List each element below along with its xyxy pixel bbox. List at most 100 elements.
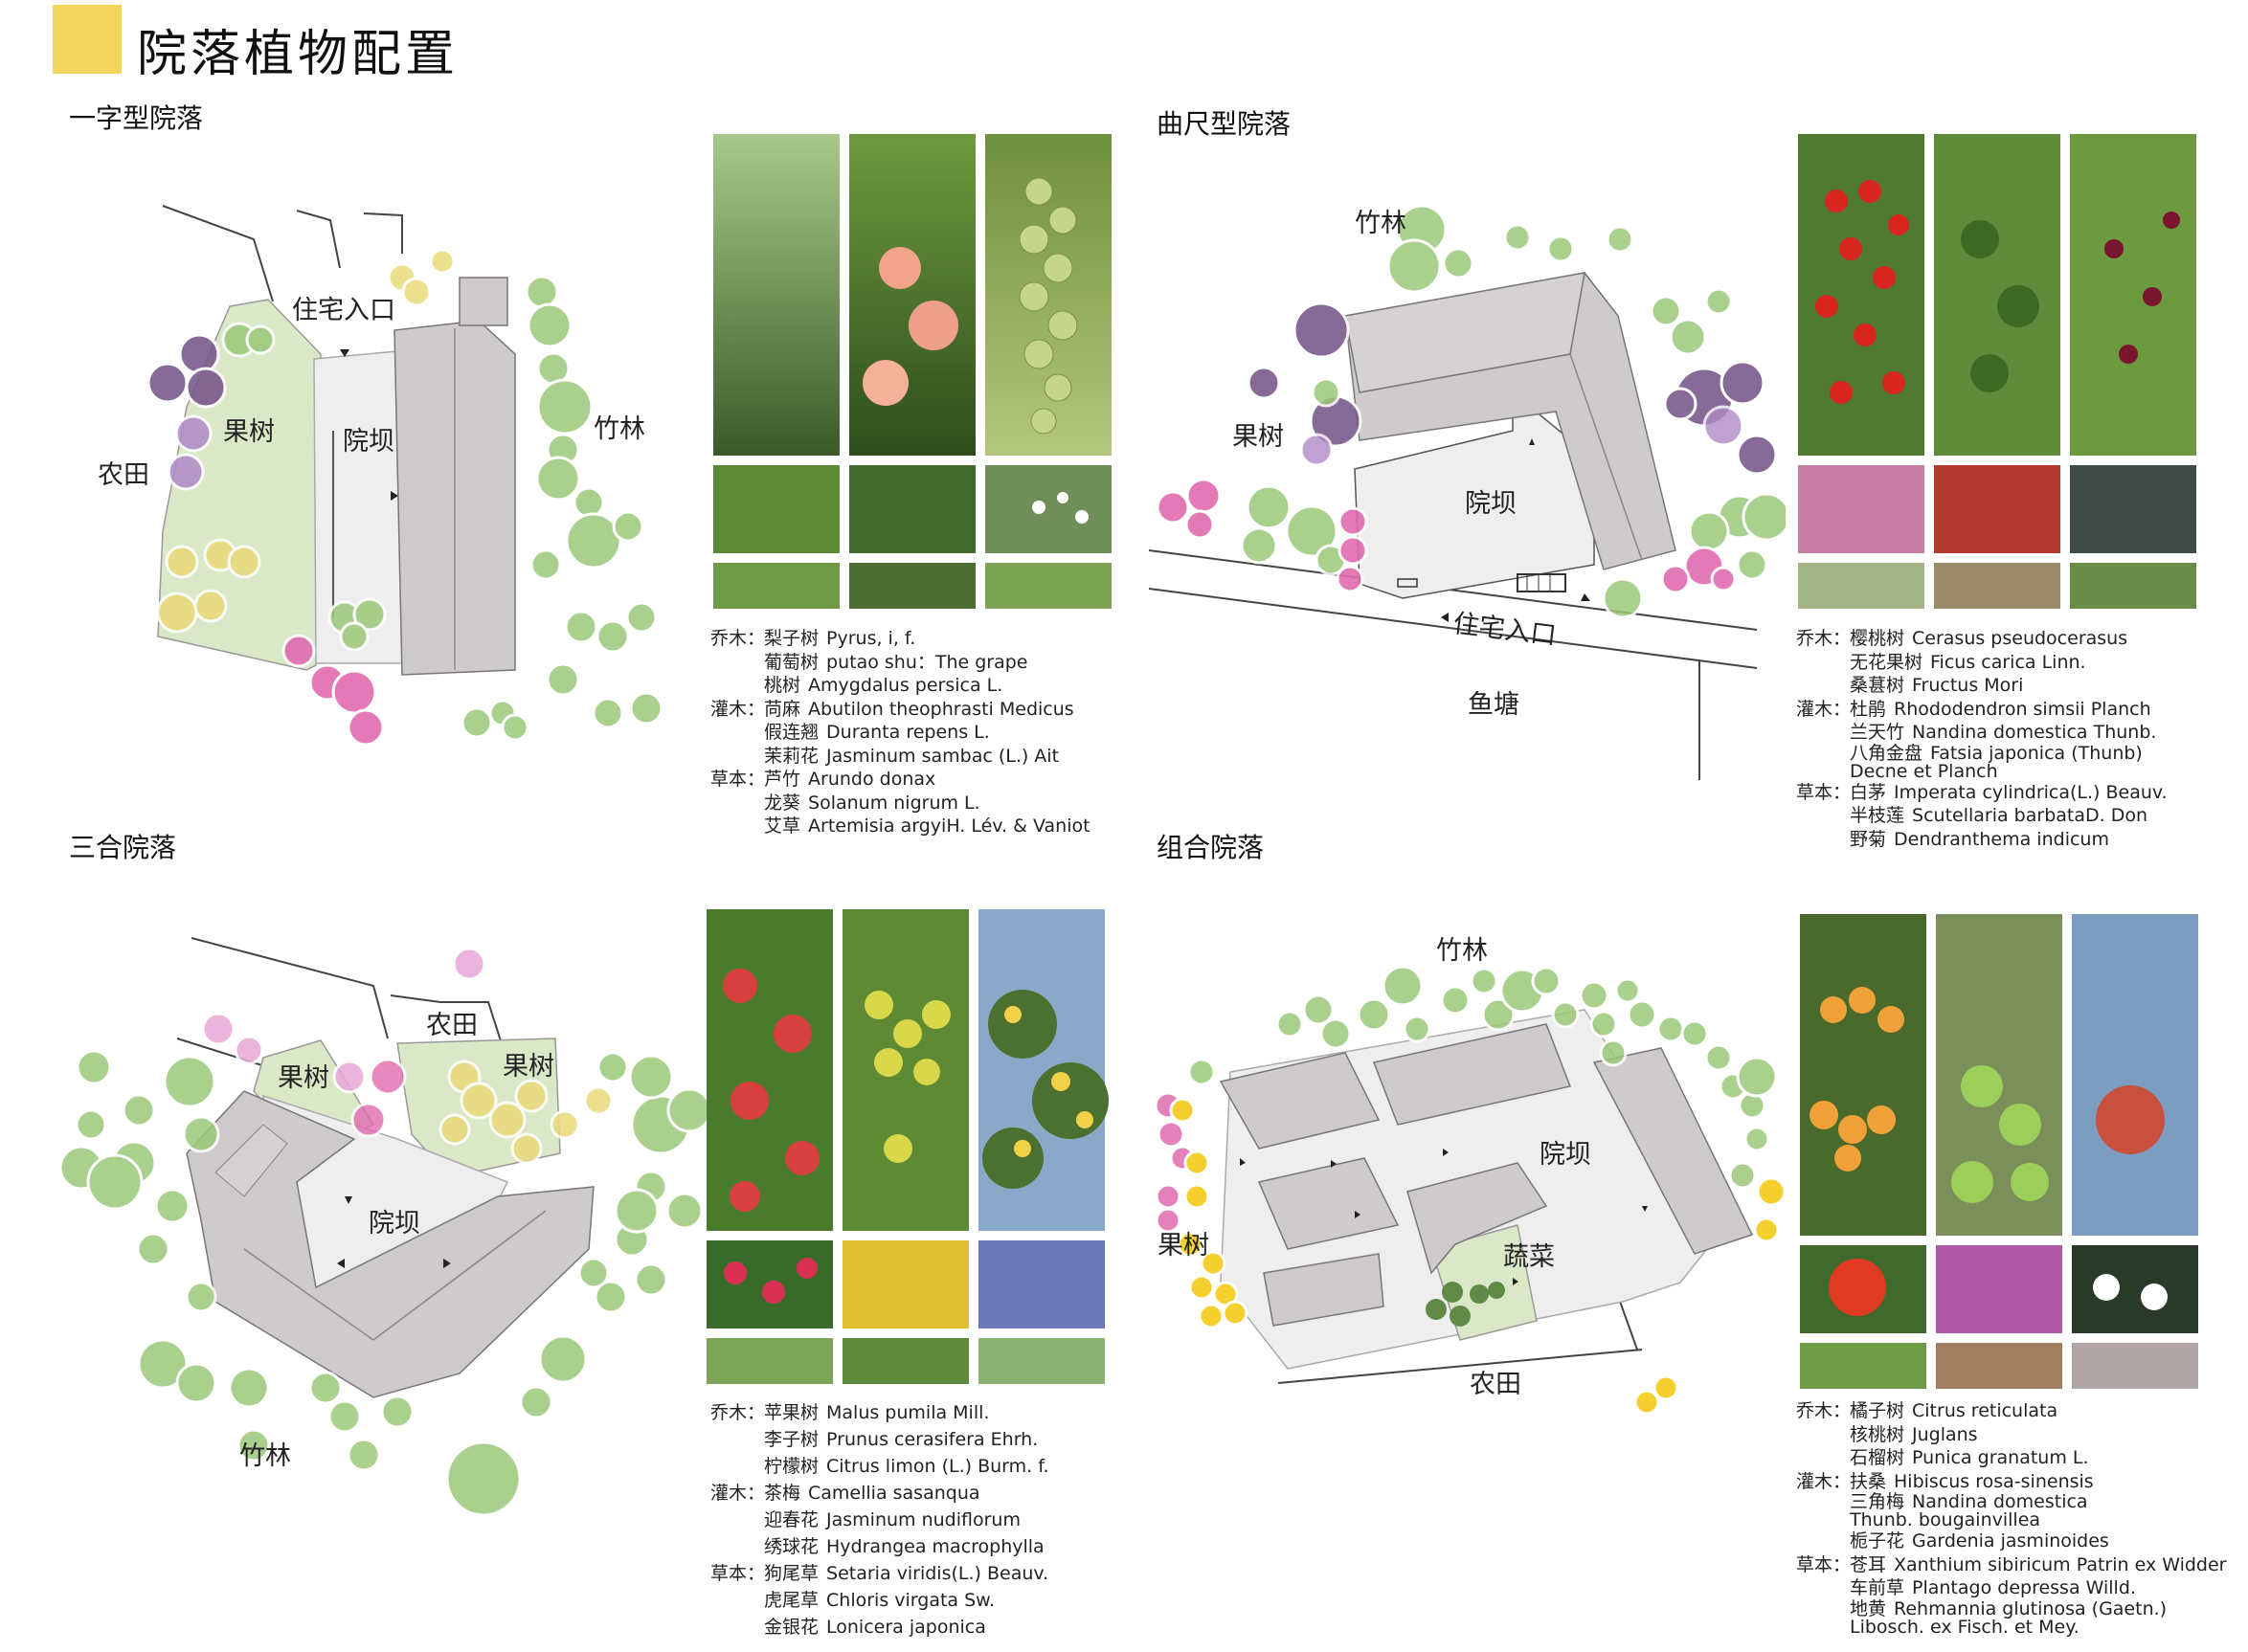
plant-latin: Ficus carica Linn. [1930,651,2086,673]
label-vegetable: 蔬菜 [1503,1242,1555,1272]
plant-latin: Nandina domestica Thunb. bougainvillea [1850,1491,2088,1530]
label-orchard-right: 果树 [503,1052,554,1082]
label-bamboo: 竹林 [594,414,645,444]
label-pond: 鱼塘 [1468,690,1519,720]
label-farmland: 农田 [426,1011,478,1040]
plant-cn: 樱桃树 [1850,628,1905,649]
photo-fig [1934,134,2060,456]
plant-cn: 地黄 [1850,1597,1887,1619]
plant-cn: 杜鹃 [1850,698,1887,720]
category-herb: 草本： [1796,781,1852,803]
plant-cn: 狗尾草 [764,1563,820,1584]
plant-cn: 绣球花 [764,1536,820,1557]
plant-cn: 苘麻 [764,698,801,720]
plant-cn: 茶梅 [764,1483,801,1504]
plant-cn: 苹果树 [764,1402,820,1423]
plant-latin: Cerasus pseudocerasus [1912,628,2128,649]
plant-latin: Lonicera japonica [826,1617,986,1638]
title-color-block [53,5,122,74]
plant-list-yizi: 乔木： 梨子树 Pyrus, i, f. 葡萄树 putao shu：The gra… [710,627,1090,838]
label-bamboo: 竹林 [239,1441,291,1471]
label-bamboo: 竹林 [1355,209,1406,238]
plant-latin: Prunus cerasifera Ehrh. [826,1429,1039,1450]
building [1219,1052,1381,1150]
label-farmland: 农田 [98,460,149,490]
plant-cn: 茉莉花 [764,745,820,767]
label-orchard: 果树 [1158,1231,1209,1261]
plant-cn: 金银花 [764,1617,820,1638]
photo-mulberry [2070,134,2196,456]
plant-latin: Citrus limon (L.) Burm. f. [826,1456,1049,1477]
plan-sanhe: 农田 果树 果树 院坝 竹林 [58,937,708,1517]
plant-cn: 桃树 [764,675,801,696]
plant-cn: 白茅 [1850,781,1887,803]
photo-pomegranate [2072,914,2198,1236]
plant-cn: 橘子树 [1850,1400,1905,1421]
label-yard: 院坝 [343,427,394,457]
plant-latin: Malus pumila Mill. [826,1402,990,1423]
photos-yizi [713,134,1112,609]
plan-zuhe: 竹林 院坝 果树 蔬菜 农田 [1154,936,1787,1416]
plant-latin: Scutellaria barbataD. Don [1912,805,2147,826]
plant-latin: Amygdalus persica L. [808,675,1003,696]
photo-orange [1800,914,1926,1236]
plant-latin: putao shu：The grape [826,651,1028,673]
plant-latin: Juglans [1912,1423,1978,1445]
label-orchard-left: 果树 [278,1063,329,1093]
label-entrance: 住宅入口 [292,296,395,325]
section-title-zuhe: 组合院落 [1157,832,1265,863]
category-shrub: 灌木： [710,1483,766,1504]
plant-cn: 梨子树 [764,628,820,649]
plant-latin: Plantago depressa Willd. [1912,1577,2136,1598]
category-shrub: 灌木： [1796,1470,1852,1492]
category-herb: 草本： [710,1563,766,1584]
category-shrub: 灌木： [1796,698,1852,720]
label-entrance: 住宅入口 [1451,609,1558,651]
label-farmland: 农田 [1470,1370,1521,1399]
photos-sanhe [707,909,1109,1384]
page-title: 院落植物配置 [137,26,460,83]
plant-latin: Punica granatum L. [1912,1447,2089,1468]
plant-cn: 核桃树 [1850,1423,1905,1445]
plant-latin: Setaria viridis(L.) Beauv. [826,1563,1049,1584]
category-tree: 乔木： [710,628,766,649]
photo-apple [707,909,833,1231]
plant-latin: Fatsia japonica (Thunb) Decne et Planch [1850,742,2143,782]
section-title-quchi: 曲尺型院落 [1157,108,1292,140]
plant-cn: 李子树 [764,1429,820,1450]
plant-latin: Rehmannia glutinosa (Gaetn.) Libosch. ex… [1850,1597,2168,1638]
plant-latin: Duranta repens L. [826,722,990,743]
plant-latin: Camellia sasanqua [808,1483,980,1504]
plant-latin: Imperata cylindrica(L.) Beauv. [1894,781,2168,803]
plant-cn: 桑葚树 [1850,675,1905,696]
plant-cn: 艾草 [764,815,801,837]
plant-latin: Rhododendron simsii Planch [1894,698,2151,720]
section-title-yizi: 一字型院落 [69,102,204,134]
photo-pear-tree [713,134,840,456]
plant-cn: 柠檬树 [764,1456,820,1477]
plant-latin: Pyrus, i, f. [826,628,916,649]
plant-latin: Jasminum nudiflorum [826,1509,1021,1530]
plant-cn: 半枝莲 [1850,805,1905,826]
label-orchard: 果树 [223,417,275,447]
label-yard: 院坝 [1465,489,1517,519]
plan-yizi: 住宅入口 果树 院坝 农田 竹林 [98,205,663,747]
photos-zuhe [1800,914,2198,1389]
category-shrub: 灌木： [710,698,766,720]
section-title-sanhe: 三合院落 [69,832,177,863]
photo-peach [849,134,976,456]
label-orchard: 果树 [1232,422,1284,452]
category-tree: 乔木： [710,1402,766,1423]
category-herb: 草本： [1796,1553,1852,1575]
photo-cherry [1798,134,1924,456]
plant-cn: 栀子花 [1850,1530,1905,1552]
plant-cn: 三角梅 [1850,1491,1905,1512]
plant-latin: Artemisia argyiH. Lév. & Vaniot [808,815,1090,837]
plant-latin: Arundo donax [808,769,936,790]
plant-cn: 野菊 [1850,828,1887,850]
plant-cn: 葡萄树 [764,651,820,673]
plant-latin: Fructus Mori [1912,675,2024,696]
plant-cn: 迎春花 [764,1509,820,1530]
label-yard: 院坝 [369,1209,420,1239]
plant-cn: 龙葵 [764,792,801,814]
